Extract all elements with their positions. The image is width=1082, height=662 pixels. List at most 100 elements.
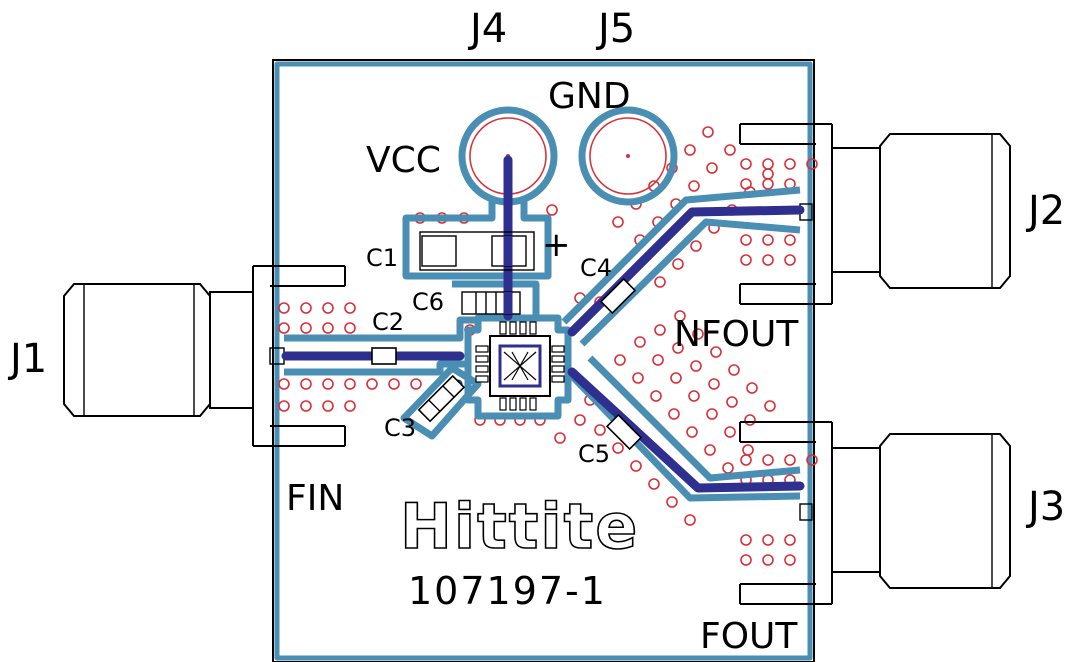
via xyxy=(278,322,290,334)
j1-sma-connector xyxy=(63,265,346,447)
fin-label: FIN xyxy=(286,478,344,519)
j5-label: J5 xyxy=(595,6,635,52)
via xyxy=(784,158,796,170)
via xyxy=(710,346,722,358)
via xyxy=(724,426,736,438)
c6-label: C6 xyxy=(412,288,444,316)
via xyxy=(278,302,290,314)
vcc-label: VCC xyxy=(366,140,441,181)
c5-label: C5 xyxy=(578,440,610,468)
via xyxy=(784,254,796,266)
via xyxy=(594,424,606,436)
via xyxy=(706,162,718,174)
via xyxy=(762,534,774,546)
via xyxy=(388,378,400,390)
via xyxy=(344,400,356,412)
j2-label: J2 xyxy=(1025,188,1065,234)
via xyxy=(574,414,586,426)
c1-label: C1 xyxy=(366,244,398,272)
c2-label: C2 xyxy=(372,308,404,336)
c4-label: C4 xyxy=(580,254,612,282)
via xyxy=(784,534,796,546)
via xyxy=(784,234,796,246)
via xyxy=(654,276,666,288)
via xyxy=(684,514,696,526)
via xyxy=(762,168,774,180)
via xyxy=(344,322,356,334)
via xyxy=(666,496,678,508)
fout-label: FOUT xyxy=(700,616,798,657)
via xyxy=(726,396,738,408)
via xyxy=(784,554,796,566)
via xyxy=(806,158,818,170)
via xyxy=(690,240,702,252)
via xyxy=(612,216,624,228)
via xyxy=(632,372,644,384)
nfout-label: NFOUT xyxy=(674,314,799,355)
via xyxy=(366,378,378,390)
via xyxy=(762,454,774,466)
j3-sma-connector xyxy=(739,421,1011,605)
via xyxy=(728,364,740,376)
via xyxy=(322,378,334,390)
via xyxy=(742,444,754,456)
via xyxy=(740,534,752,546)
c4-capacitor xyxy=(599,277,637,315)
via xyxy=(708,378,720,390)
via xyxy=(554,432,566,444)
j5-gnd-pad xyxy=(578,106,678,206)
c6-capacitor xyxy=(461,291,521,315)
via xyxy=(546,204,558,216)
via xyxy=(762,254,774,266)
via xyxy=(650,390,662,402)
via xyxy=(692,328,704,340)
via xyxy=(612,442,624,454)
via xyxy=(630,460,642,472)
c5-capacitor xyxy=(605,413,643,451)
hittite-logo: Hittite xyxy=(400,490,639,563)
via xyxy=(684,144,696,156)
via xyxy=(300,302,312,314)
c2-capacitor xyxy=(371,347,397,365)
via xyxy=(706,408,718,420)
via xyxy=(674,310,686,322)
j4-label: J4 xyxy=(467,6,507,52)
ic-package xyxy=(475,321,565,411)
via xyxy=(688,180,700,192)
via xyxy=(300,400,312,412)
via xyxy=(652,354,664,366)
j1-label: J1 xyxy=(7,336,47,382)
via xyxy=(724,144,736,156)
via xyxy=(672,342,684,354)
via xyxy=(614,354,626,366)
via xyxy=(764,400,776,412)
via xyxy=(300,322,312,334)
via xyxy=(322,400,334,412)
polarity-mark: + xyxy=(542,225,571,265)
via xyxy=(278,378,290,390)
j2-sma-connector xyxy=(739,123,1011,305)
via xyxy=(784,454,796,466)
via xyxy=(740,254,752,266)
via xyxy=(654,324,666,336)
via xyxy=(740,158,752,170)
via xyxy=(322,322,334,334)
via xyxy=(762,234,774,246)
via xyxy=(344,302,356,314)
via xyxy=(806,454,818,466)
via xyxy=(634,336,646,348)
c1-capacitor xyxy=(419,231,535,271)
via xyxy=(410,378,422,390)
via xyxy=(648,478,660,490)
j3-label: J3 xyxy=(1025,484,1065,530)
c3-label: C3 xyxy=(384,414,416,442)
via xyxy=(322,302,334,314)
gnd-label: GND xyxy=(548,76,631,117)
via xyxy=(278,400,290,412)
via xyxy=(344,378,356,390)
via xyxy=(762,554,774,566)
via xyxy=(740,234,752,246)
via xyxy=(690,360,702,372)
via xyxy=(686,426,698,438)
